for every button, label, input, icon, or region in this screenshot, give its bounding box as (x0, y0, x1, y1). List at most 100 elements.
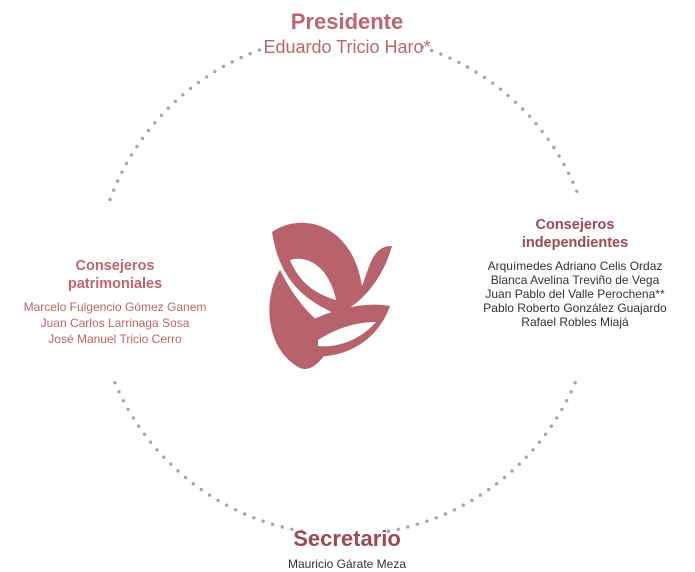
arc-dot (155, 448, 159, 452)
arc-dot (169, 462, 173, 466)
arc-dot (470, 498, 474, 503)
arc-dot (439, 52, 443, 56)
independent-member: Rafael Robles Miajá (521, 315, 629, 329)
arc-dot (527, 114, 532, 118)
arc-dot (115, 179, 120, 183)
arc-dot (248, 52, 252, 56)
arc-dot (461, 503, 465, 507)
logo-upper-wing (272, 222, 392, 314)
arc-dot (429, 48, 434, 53)
patrimonial-member: Juan Carlos Larrinaga Sosa (40, 316, 190, 330)
arc-dot (406, 525, 410, 529)
patrimonial-board-block: Consejeros patrimoniales Marcelo Fulgenc… (0, 257, 230, 347)
president-name: Eduardo Tricio Haro* (263, 37, 431, 57)
arc-dot (126, 407, 130, 412)
arc-dot (137, 424, 141, 428)
arc-dot (199, 487, 203, 492)
secretary-block: Secretario Mauricio Gárate Meza (197, 525, 497, 572)
arc-dot (540, 129, 544, 134)
arc-dot (225, 503, 229, 507)
arc-dot (487, 487, 491, 492)
arc-dot (531, 448, 535, 452)
arc-dot (120, 170, 124, 174)
arc-dot (140, 136, 145, 141)
arc-dot (159, 113, 164, 118)
arc-dot (129, 153, 134, 157)
arc-dot (299, 529, 304, 533)
arc-dot (502, 475, 507, 480)
arc-dot (564, 399, 569, 403)
logo-lower-swoosh-cutout (318, 322, 376, 347)
patrimonial-title-line1: Consejeros (75, 258, 155, 274)
arc-dot (434, 516, 438, 520)
patrimonial-member: Marcelo Fulgencio Gómez Ganem (23, 300, 207, 314)
arc-dot (443, 512, 448, 516)
arc-dot (173, 99, 178, 104)
arc-dot (555, 416, 559, 420)
arc-dot (452, 508, 457, 512)
arc-dot (181, 93, 185, 97)
arc-dot (562, 162, 566, 167)
arc-dot (239, 55, 243, 60)
arc-dot (478, 493, 483, 497)
arc-dot (415, 522, 420, 526)
arc-dot (166, 106, 170, 110)
independent-board-block: Consejeros independientes Arquímedes Adr… (455, 216, 695, 329)
arc-dot (142, 432, 147, 436)
independent-member: Pablo Roberto González Guajardo (483, 301, 667, 315)
arc-dot (448, 56, 452, 60)
arc-dot (425, 519, 429, 523)
patrimonial-title: Consejeros patrimoniales (0, 257, 230, 293)
arc-dot (153, 121, 157, 125)
independent-member-list: Arquímedes Adriano Celis Ordaz Blanca Av… (455, 259, 695, 329)
arc-dot (552, 145, 556, 150)
independent-member: Juan Pablo del Valle Perochena** (485, 287, 665, 301)
arc-dot (242, 512, 247, 516)
arc-dot (474, 70, 478, 74)
independent-member: Arquímedes Adriano Celis Ordaz (487, 259, 663, 273)
arc-dot (124, 161, 129, 166)
arc-dot (495, 482, 499, 486)
logo-upper-wing-cutout (290, 258, 336, 300)
secretary-title: Secretario (293, 526, 401, 551)
arc-dot (506, 93, 510, 98)
arc-dot (191, 482, 195, 486)
arc-dot (188, 86, 193, 91)
arc-dot (270, 522, 275, 526)
patrimonial-member: José Manuel Tricio Cerro (48, 332, 182, 346)
arc-dot (148, 440, 153, 444)
independent-title-line1: Consejeros (535, 217, 615, 233)
arc-dot (482, 75, 487, 80)
patrimonial-title-line2: patrimoniales (67, 276, 163, 292)
president-title: Presidente (290, 9, 404, 34)
arc-dot (386, 529, 391, 533)
arc-dot (252, 516, 256, 520)
arc-dot (112, 188, 116, 192)
arc-dot (117, 390, 121, 394)
arc-dot (520, 107, 525, 111)
independent-title: Consejeros independientes (455, 216, 695, 252)
arc-dot (517, 462, 521, 466)
arc-dot (498, 87, 503, 91)
arc-dot (131, 416, 135, 420)
arc-dot (549, 424, 553, 428)
arc-dot (233, 508, 238, 512)
arc-dot (261, 519, 265, 523)
arc-dot (420, 45, 424, 49)
arc-dot (457, 60, 461, 65)
arc-dot (569, 390, 573, 394)
arc-dot (230, 60, 234, 64)
arc-dot (108, 197, 112, 202)
arc-dot (204, 75, 209, 79)
arc-dot (162, 455, 166, 459)
arc-dot (207, 493, 212, 497)
arc-dot (524, 455, 528, 459)
arc-dot (537, 440, 542, 444)
arc-dot (396, 527, 400, 531)
arc-dot (510, 469, 514, 473)
arc-dot (566, 171, 571, 175)
arc-dot (513, 100, 518, 104)
arc-dot (573, 381, 577, 385)
